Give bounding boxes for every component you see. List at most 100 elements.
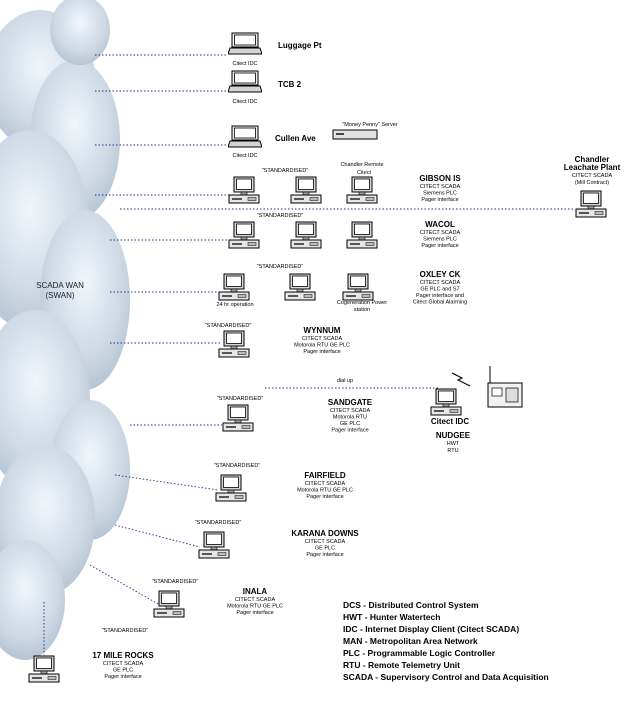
workstation-icon [215, 474, 247, 502]
link-fairfield [114, 474, 219, 491]
standardised-tag: "STANDARDISED" [257, 264, 304, 270]
standardised-tag: "STANDARDISED" [217, 396, 264, 402]
chandler-remote-label: Chandler Remote [340, 162, 383, 168]
site-detail: Siemens PLC [423, 237, 457, 243]
chandler-detail: (Mill Contract) [575, 180, 609, 186]
site-detail: Pager interface and [416, 293, 464, 299]
standardised-tag: "STANDARDISED" [205, 323, 252, 329]
workstation-icon [222, 404, 254, 432]
legend-item: PLC - Programmable Logic Controller [343, 648, 496, 658]
server-icon [332, 129, 378, 140]
standardised-tag: "STANDARDISED" [152, 579, 199, 585]
legend-item: DCS - Distributed Control System [343, 600, 479, 610]
chandler-detail: CITECT SCADA [572, 173, 613, 179]
chandler-title: Chandler [575, 155, 610, 164]
standardised-tag: "STANDARDISED" [257, 213, 304, 219]
workstation-icon [28, 655, 60, 683]
oxley-note: 24 hr operation [217, 302, 254, 308]
site-detail: GE PLC [340, 421, 360, 427]
site-detail: CITECT SCADA [103, 661, 144, 667]
server-label: "Money Penny" Server [342, 122, 397, 128]
site-detail: Siemens PLC [423, 191, 457, 197]
chandler-subtitle: Leachate Plant [564, 163, 621, 172]
site-detail: Pager interface [421, 197, 458, 203]
legend-item: SCADA - Supervisory Control and Data Acq… [343, 672, 549, 682]
nudgee-detail: RTU [447, 448, 458, 454]
site-detail: GE PLC [315, 546, 335, 552]
site-detail: CITECT SCADA [420, 230, 461, 236]
site-cullen: Citect IDC Cullen Ave [228, 125, 316, 159]
nudgee-title: NUDGEE [436, 431, 471, 440]
link-karana [114, 524, 201, 548]
site-detail: Citect Global Alarming [413, 300, 467, 306]
site-detail: Motorola RTU [333, 415, 367, 421]
site-title: INALA [243, 587, 268, 596]
site-detail: Pager interface [236, 610, 273, 616]
site-detail: CITECT SCADA [235, 597, 276, 603]
legend-item: RTU - Remote Telemetry Unit [343, 660, 460, 670]
link-inala [89, 564, 161, 606]
cloud-sublabel: (SWAN) [45, 291, 74, 300]
workstation-icon [342, 273, 374, 301]
legend-item: MAN - Metropolitan Area Network [343, 636, 478, 646]
workstation-icon [575, 190, 607, 218]
site-title: Cullen Ave [275, 134, 316, 143]
site-detail: CITECT SCADA [420, 280, 461, 286]
site-title: WYNNUM [304, 326, 341, 335]
workstation-icon [218, 273, 250, 301]
oxley-note: Cogeneration Power [337, 300, 387, 306]
legend: DCS - Distributed Control System HWT - H… [343, 600, 549, 682]
site-title: SANDGATE [328, 398, 373, 407]
site-detail: CITECT SCADA [302, 336, 343, 342]
site-detail: Pager interface [331, 428, 368, 434]
rtu-panel [491, 387, 503, 397]
workstation-icon [153, 590, 185, 618]
workstation-icon [290, 221, 322, 249]
site-title: FAIRFIELD [304, 471, 346, 480]
money-penny-server: "Money Penny" Server [332, 122, 398, 140]
site-detail: Pager interface [306, 552, 343, 558]
site-title: OXLEY CK [420, 270, 461, 279]
rtu-cabinet-icon [487, 366, 523, 408]
site-title: GIBSON IS [419, 174, 461, 183]
site-title: 17 MILE ROCKS [92, 651, 154, 660]
site-detail: Motorola RTU GE PLC [294, 343, 350, 349]
site-detail: Motorola RTU GE PLC [297, 488, 353, 494]
standardised-tag: "STANDARDISED" [195, 520, 242, 526]
pc-caption: Citect IDC [232, 99, 257, 105]
site-title: KARANA DOWNS [291, 529, 359, 538]
dialup-lightning-icon [451, 372, 471, 387]
laptop-icon [228, 125, 262, 148]
nudgee-detail: HWT [447, 441, 460, 447]
laptop-icon [228, 70, 262, 93]
site-detail: CITECT SCADA [330, 408, 371, 414]
workstation-icon [290, 176, 322, 204]
site-detail: Pager interface [104, 674, 141, 680]
workstation-icon [218, 330, 250, 358]
site-detail: CITECT SCADA [420, 184, 461, 190]
pc-caption: Citect IDC [232, 153, 257, 159]
site-detail: Pager interface [303, 349, 340, 355]
workstation-icon [346, 176, 378, 204]
legend-item: IDC - Internet Display Client (Citect SC… [343, 624, 519, 634]
pc-caption: Citect [357, 170, 372, 176]
workstation-icon [228, 221, 260, 249]
pc-caption: Citect IDC [232, 61, 257, 67]
standardised-tag: "STANDARDISED" [262, 168, 309, 174]
scada-wan-cloud: SCADA WAN (SWAN) [0, 0, 130, 660]
site-detail: CITECT SCADA [305, 481, 346, 487]
legend-item: HWT - Hunter Watertech [343, 612, 440, 622]
standardised-tag: "STANDARDISED" [102, 628, 149, 634]
wan-links [43, 54, 575, 655]
site-title: TCB 2 [278, 80, 302, 89]
site-tcb2: Citect IDC TCB 2 [228, 70, 302, 105]
site-detail: Pager interface [421, 243, 458, 249]
